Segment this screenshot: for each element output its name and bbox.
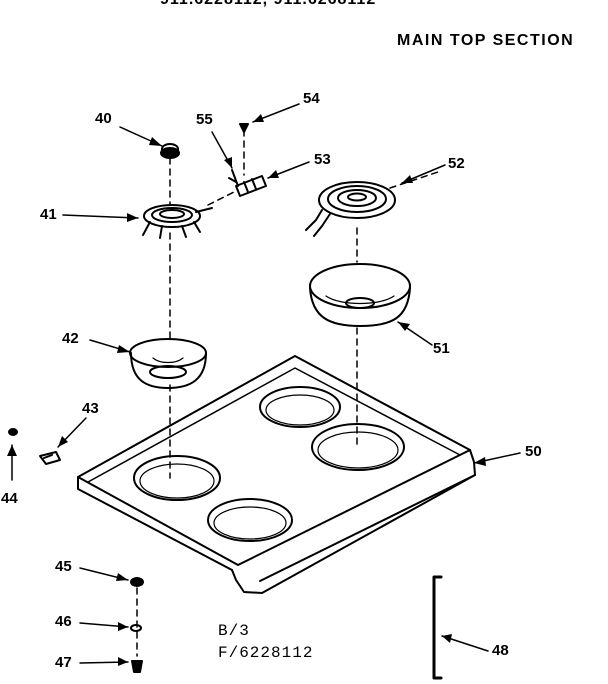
- burner-opening-front-right: [207, 498, 293, 542]
- trim-strip: [432, 575, 443, 680]
- figure-code-line2: F/6228112: [218, 644, 314, 662]
- callout-55: 55: [196, 111, 213, 128]
- callout-50: 50: [525, 443, 542, 460]
- nut-part: [130, 577, 144, 587]
- callout-51: 51: [433, 340, 450, 357]
- callout-54: 54: [303, 90, 320, 107]
- knob-cap: [160, 143, 180, 159]
- receptacle-bracket: [228, 169, 239, 187]
- cooktop-main-top: [77, 355, 476, 594]
- side-screw: [8, 428, 18, 436]
- callout-45: 45: [55, 558, 72, 575]
- section-title: MAIN TOP SECTION: [397, 32, 575, 49]
- burner-opening-front-left: [133, 455, 221, 501]
- callout-44: 44: [1, 490, 18, 507]
- callout-41: 41: [40, 206, 57, 223]
- callout-43: 43: [82, 400, 99, 417]
- bolt-part: [131, 660, 143, 673]
- large-drip-pan: [309, 263, 411, 327]
- callout-52: 52: [448, 155, 465, 172]
- callout-47: 47: [55, 654, 72, 671]
- small-drip-pan: [129, 338, 207, 389]
- callout-48: 48: [492, 642, 509, 659]
- burner-opening-rear-right: [311, 423, 405, 471]
- small-surface-unit: [142, 204, 213, 239]
- side-clip: [39, 451, 61, 465]
- callout-42: 42: [62, 330, 79, 347]
- assembly-lines: [136, 129, 439, 657]
- callout-40: 40: [95, 110, 112, 127]
- leader-arrowheads: [7, 114, 486, 666]
- burner-opening-rear-left: [259, 386, 341, 428]
- callout-46: 46: [55, 613, 72, 630]
- figure-code-line1: B/3: [218, 622, 250, 640]
- callout-53: 53: [314, 151, 331, 168]
- mounting-screw: [239, 123, 249, 133]
- washer-part: [130, 624, 142, 632]
- large-surface-unit: [305, 181, 396, 237]
- terminal-receptacle: [235, 175, 267, 197]
- model-numbers-header: 911.6228112, 911.6268112: [160, 0, 376, 9]
